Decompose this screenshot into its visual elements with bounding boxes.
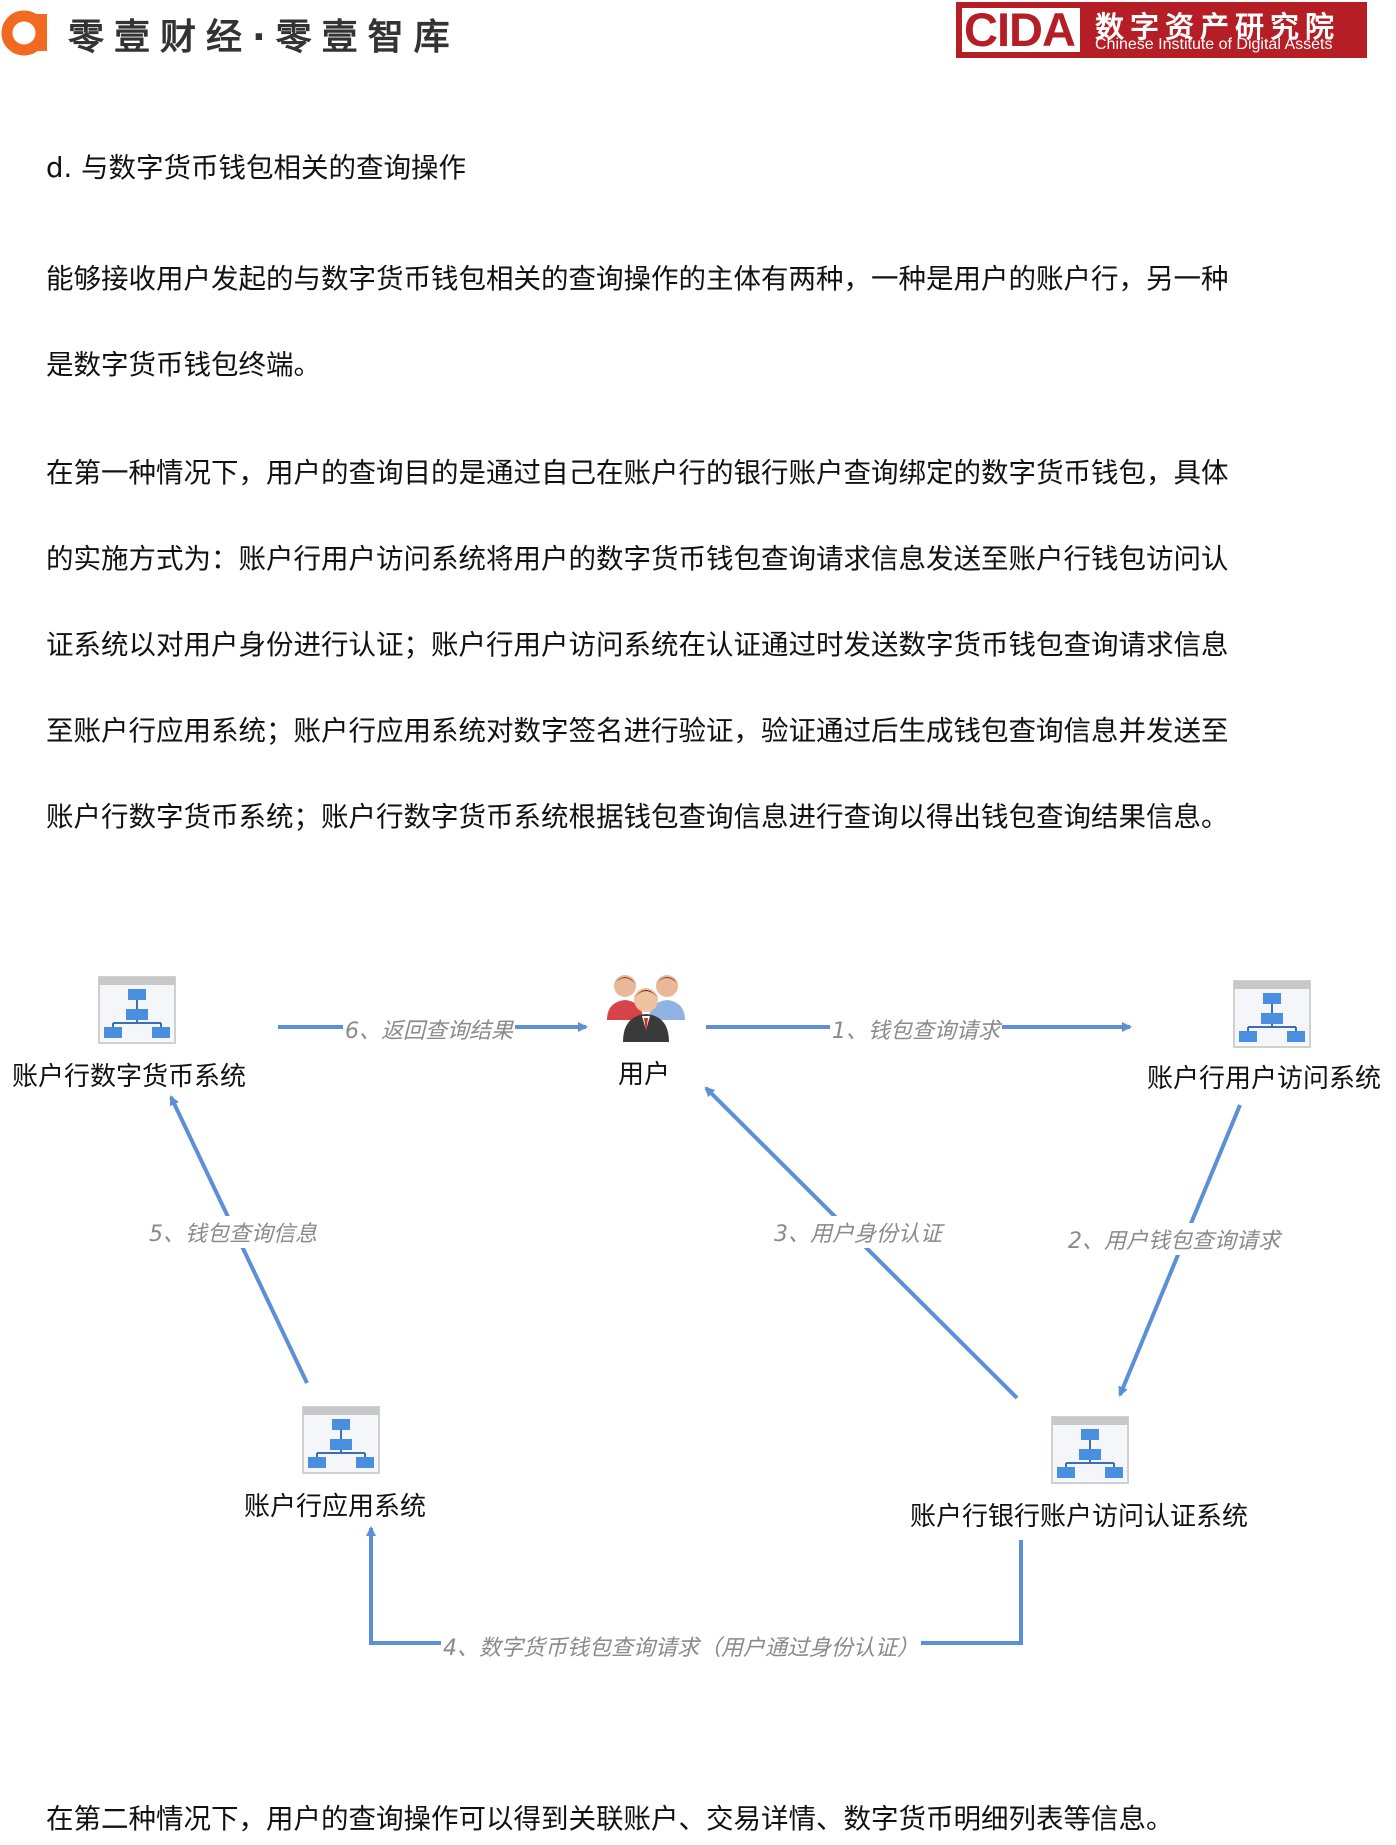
node-digital-currency-system: 账户行数字货币系统 [12,1062,247,1092]
institute-name-cn: 数字资产研究院 [1095,10,1341,44]
edge-label-5: 5、钱包查询信息 [147,1216,319,1248]
paragraph-line: 能够接收用户发起的与数字货币钱包相关的查询操作的主体有两种，一种是用户的账户行，… [46,263,1229,295]
cida-letters: CIDA [964,3,1076,56]
paragraph-line: 在第二种情况下，用户的查询操作可以得到关联账户、交易详情、数字货币明细列表等信息… [46,1803,1174,1835]
node-application-system: 账户行应用系统 [244,1492,427,1522]
edge-label-6: 6、返回查询结果 [343,1013,515,1045]
node-bank-auth-system: 账户行银行账户访问认证系统 [910,1502,1249,1532]
edge-label-2: 2、用户钱包查询请求 [1066,1223,1282,1255]
arrow-4 [366,1526,1023,1645]
query-flow-diagram: 6、返回查询结果 1、钱包查询请求 2、用户钱包查询请求 3、用户身份认证 4、… [0,960,1396,1680]
lingyi-logo-icon [1,10,47,56]
section-heading: d. 与数字货币钱包相关的查询操作 [46,152,466,184]
user-group-icon [607,975,685,1042]
brand-name: 零壹财经·零壹智库 [68,17,460,58]
cida-logo: CIDA 数字资产研究院 Chinese Institute of Digita… [956,2,1367,58]
network-icon [1051,1416,1129,1484]
paragraph-line: 账户行数字货币系统；账户行数字货币系统根据钱包查询信息进行查询以得出钱包查询结果… [46,801,1229,833]
paragraph-line: 是数字货币钱包终端。 [46,349,321,381]
network-icon [302,1406,380,1474]
network-icon [98,976,176,1044]
institute-name-en: Chinese Institute of Digital Assets [1095,36,1333,53]
paragraph-line: 的实施方式为：账户行用户访问系统将用户的数字货币钱包查询请求信息发送至账户行钱包… [46,543,1229,575]
edge-label-1: 1、钱包查询请求 [830,1013,1002,1045]
edge-label-4: 4、数字货币钱包查询请求（用户通过身份认证） [441,1630,921,1662]
network-icon [1233,980,1311,1048]
node-user: 用户 [618,1060,671,1090]
paragraph-line: 在第一种情况下，用户的查询目的是通过自己在账户行的银行账户查询绑定的数字货币钱包… [46,457,1229,489]
paragraph-line: 至账户行应用系统；账户行应用系统对数字签名进行验证，验证通过后生成钱包查询信息并… [46,715,1229,747]
paragraph-line: 证系统以对用户身份进行认证；账户行用户访问系统在认证通过时发送数字货币钱包查询请… [46,629,1229,661]
node-user-access-system: 账户行用户访问系统 [1147,1064,1382,1094]
edge-label-3: 3、用户身份认证 [772,1216,944,1248]
